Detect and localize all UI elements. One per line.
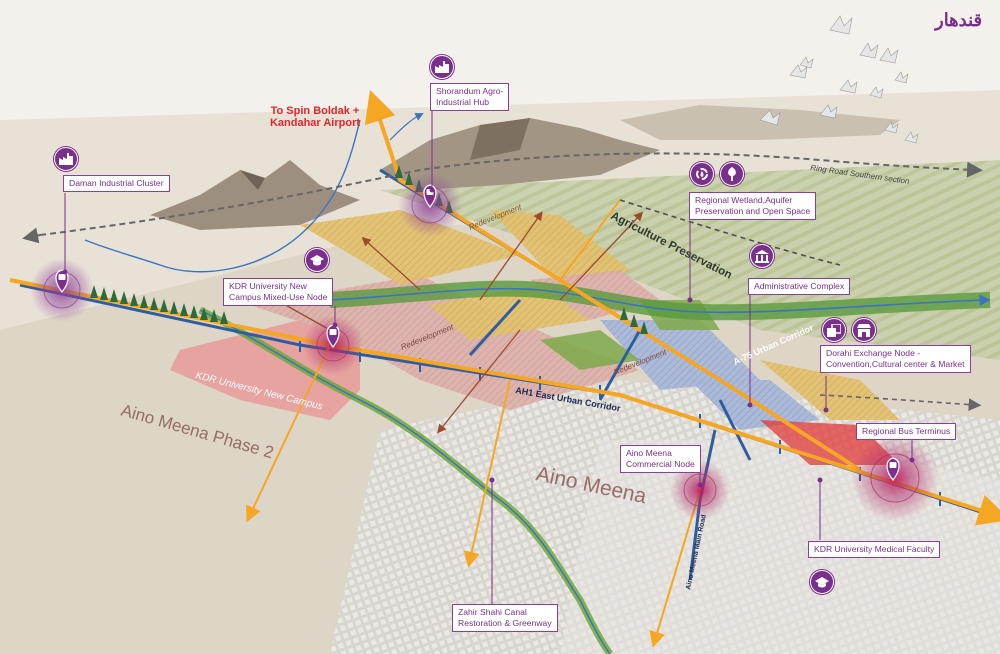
- callout-aino-meena-commercial: Aino Meena Commercial Node: [620, 445, 701, 473]
- callout-kdr-university-node: KDR University New Campus Mixed-Use Node: [223, 278, 334, 306]
- callout-regional-wetland: Regional Wetland,Aquifer Preservation an…: [689, 192, 817, 220]
- aino-node-glow: [670, 460, 730, 520]
- government-building-icon: [750, 244, 774, 268]
- wetland-cycle-icon: [690, 162, 714, 186]
- mountain-north: [380, 118, 660, 190]
- market-stall-icon: [852, 318, 876, 342]
- callout-daman-industrial-cluster: Daman Industrial Cluster: [63, 175, 170, 192]
- callout-dorahi-exchange-node: Dorahi Exchange Node - Convention,Cultur…: [820, 345, 971, 373]
- bus-pin-kdr: [326, 324, 340, 348]
- ring-road: [39, 152, 983, 236]
- callout-zahir-shahi-canal: Zahir Shahi Canal Restoration & Greenway: [452, 604, 558, 632]
- location-pins: [55, 184, 900, 481]
- factory-icon: [54, 147, 78, 171]
- airport-direction-label: To Spin Boldak + Kandahar Airport: [269, 105, 361, 129]
- river: [329, 287, 991, 314]
- callout-regional-bus-terminus: Regional Bus Terminus: [856, 423, 957, 440]
- bus-pin-terminus: [886, 457, 900, 481]
- graduation-cap-icon: [305, 248, 329, 272]
- callout-shorandum-agro-hub: Shorandum Agro- Industrial Hub: [430, 83, 510, 111]
- tree-icon: [720, 162, 744, 186]
- graduation-cap-icon: [810, 570, 834, 594]
- callout-administrative-complex: Administrative Complex: [748, 278, 851, 295]
- kandahar-script-logo: قندهار: [935, 10, 983, 31]
- ah1-corridor: [9, 278, 1000, 526]
- birds-decoration: [759, 15, 919, 144]
- bus-pin-daman: [55, 269, 69, 293]
- exchange-icon: [822, 318, 846, 342]
- callout-kdr-medical-faculty: KDR University Medical Faculty: [808, 541, 941, 558]
- factory-icon: [430, 55, 454, 79]
